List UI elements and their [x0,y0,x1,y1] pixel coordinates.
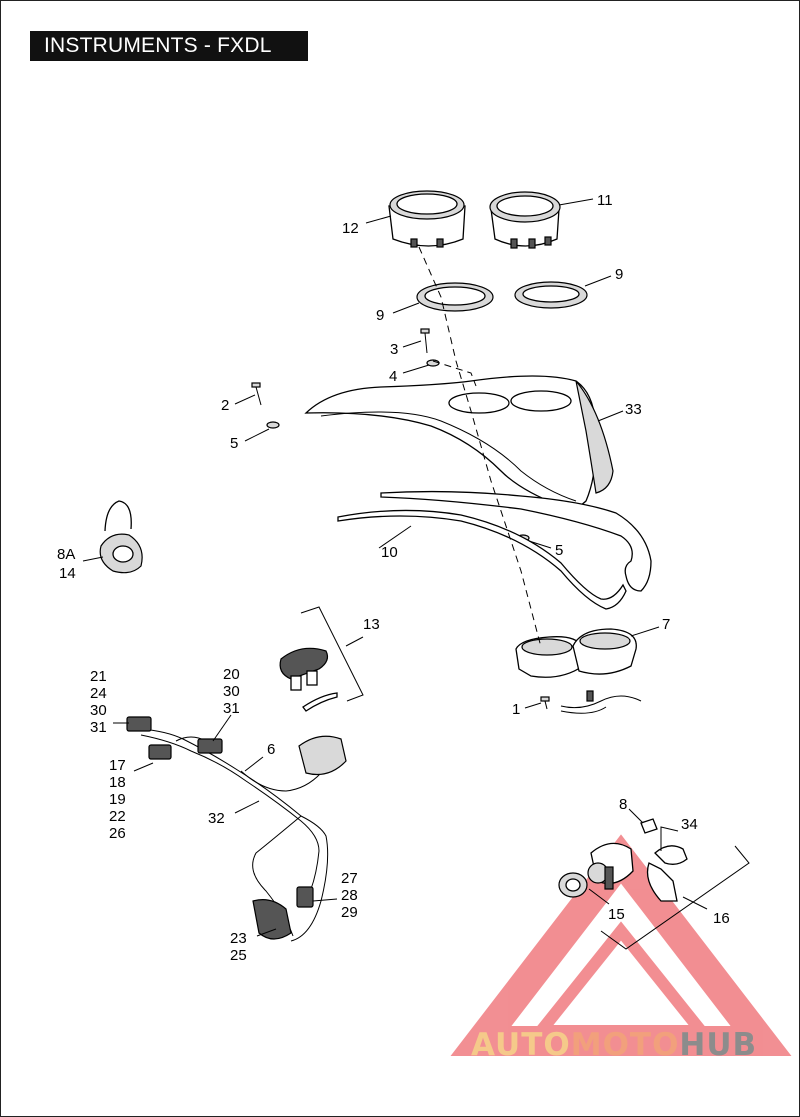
callout-26: 26 [109,825,126,842]
callout-2: 2 [221,397,229,414]
callout-31-right: 31 [223,700,240,717]
callout-13: 13 [363,616,380,633]
instrument-console-33 [304,375,614,509]
watermark-hub: HUB [679,1027,758,1063]
console-gasket-10 [337,490,652,610]
callout-14: 14 [59,565,76,582]
callout-11: 11 [597,192,613,209]
callout-21: 21 [90,668,107,685]
callout-34: 34 [681,816,698,833]
callout-8A: 8A [57,546,75,563]
callout-7: 7 [662,616,670,633]
callout-32: 32 [208,810,225,827]
callout-23: 23 [230,930,247,947]
watermark-moto: MOTO [570,1027,680,1063]
watermark-text: AUTOMOTOHUB [471,1027,757,1063]
callout-8: 8 [619,796,627,813]
callout-9-left: 9 [376,307,384,324]
callout-15: 15 [608,906,625,923]
callout-3: 3 [390,341,398,358]
callout-12: 12 [342,220,359,237]
callout-16: 16 [713,910,730,927]
wiring-harness-32 [126,716,347,942]
callout-17: 17 [109,757,126,774]
callout-labels: 12 11 9 9 3 4 2 33 5 8A 14 10 5 13 7 1 2… [57,192,730,964]
callout-27: 27 [341,870,358,887]
callout-5-lower: 5 [555,542,563,559]
callout-30-left: 30 [90,702,107,719]
callout-1: 1 [512,701,520,718]
callout-5-upper: 5 [230,435,238,452]
tachometer-gauge-11 [489,191,561,249]
callout-30-right: 30 [223,683,240,700]
callout-24: 24 [90,685,107,702]
callout-22: 22 [109,808,126,825]
callout-9-right: 9 [615,266,623,283]
watermark-triangle-logo [450,834,792,1056]
page-title: INSTRUMENTS - FXDL [30,31,308,61]
key-tag-8A [99,500,143,574]
callout-4: 4 [389,368,397,385]
gauge-bracket-7 [515,628,642,714]
callout-18: 18 [109,774,126,791]
callout-28: 28 [341,887,358,904]
alignment-lines [418,246,542,648]
callout-20: 20 [223,666,240,683]
ignition-switch-assembly [558,818,750,950]
callout-29: 29 [341,904,358,921]
watermark-auto: AUTO [471,1027,571,1063]
callout-33: 33 [625,401,642,418]
gauge-gasket-rings-9 [416,281,588,312]
callout-25: 25 [230,947,247,964]
indicator-lamp-13 [279,606,364,712]
callout-6: 6 [267,741,275,758]
speedometer-gauge-12 [388,190,466,248]
callout-leader-lines [82,198,708,937]
callout-10: 10 [381,544,398,561]
callout-31-left: 31 [90,719,107,736]
callout-19: 19 [109,791,126,808]
